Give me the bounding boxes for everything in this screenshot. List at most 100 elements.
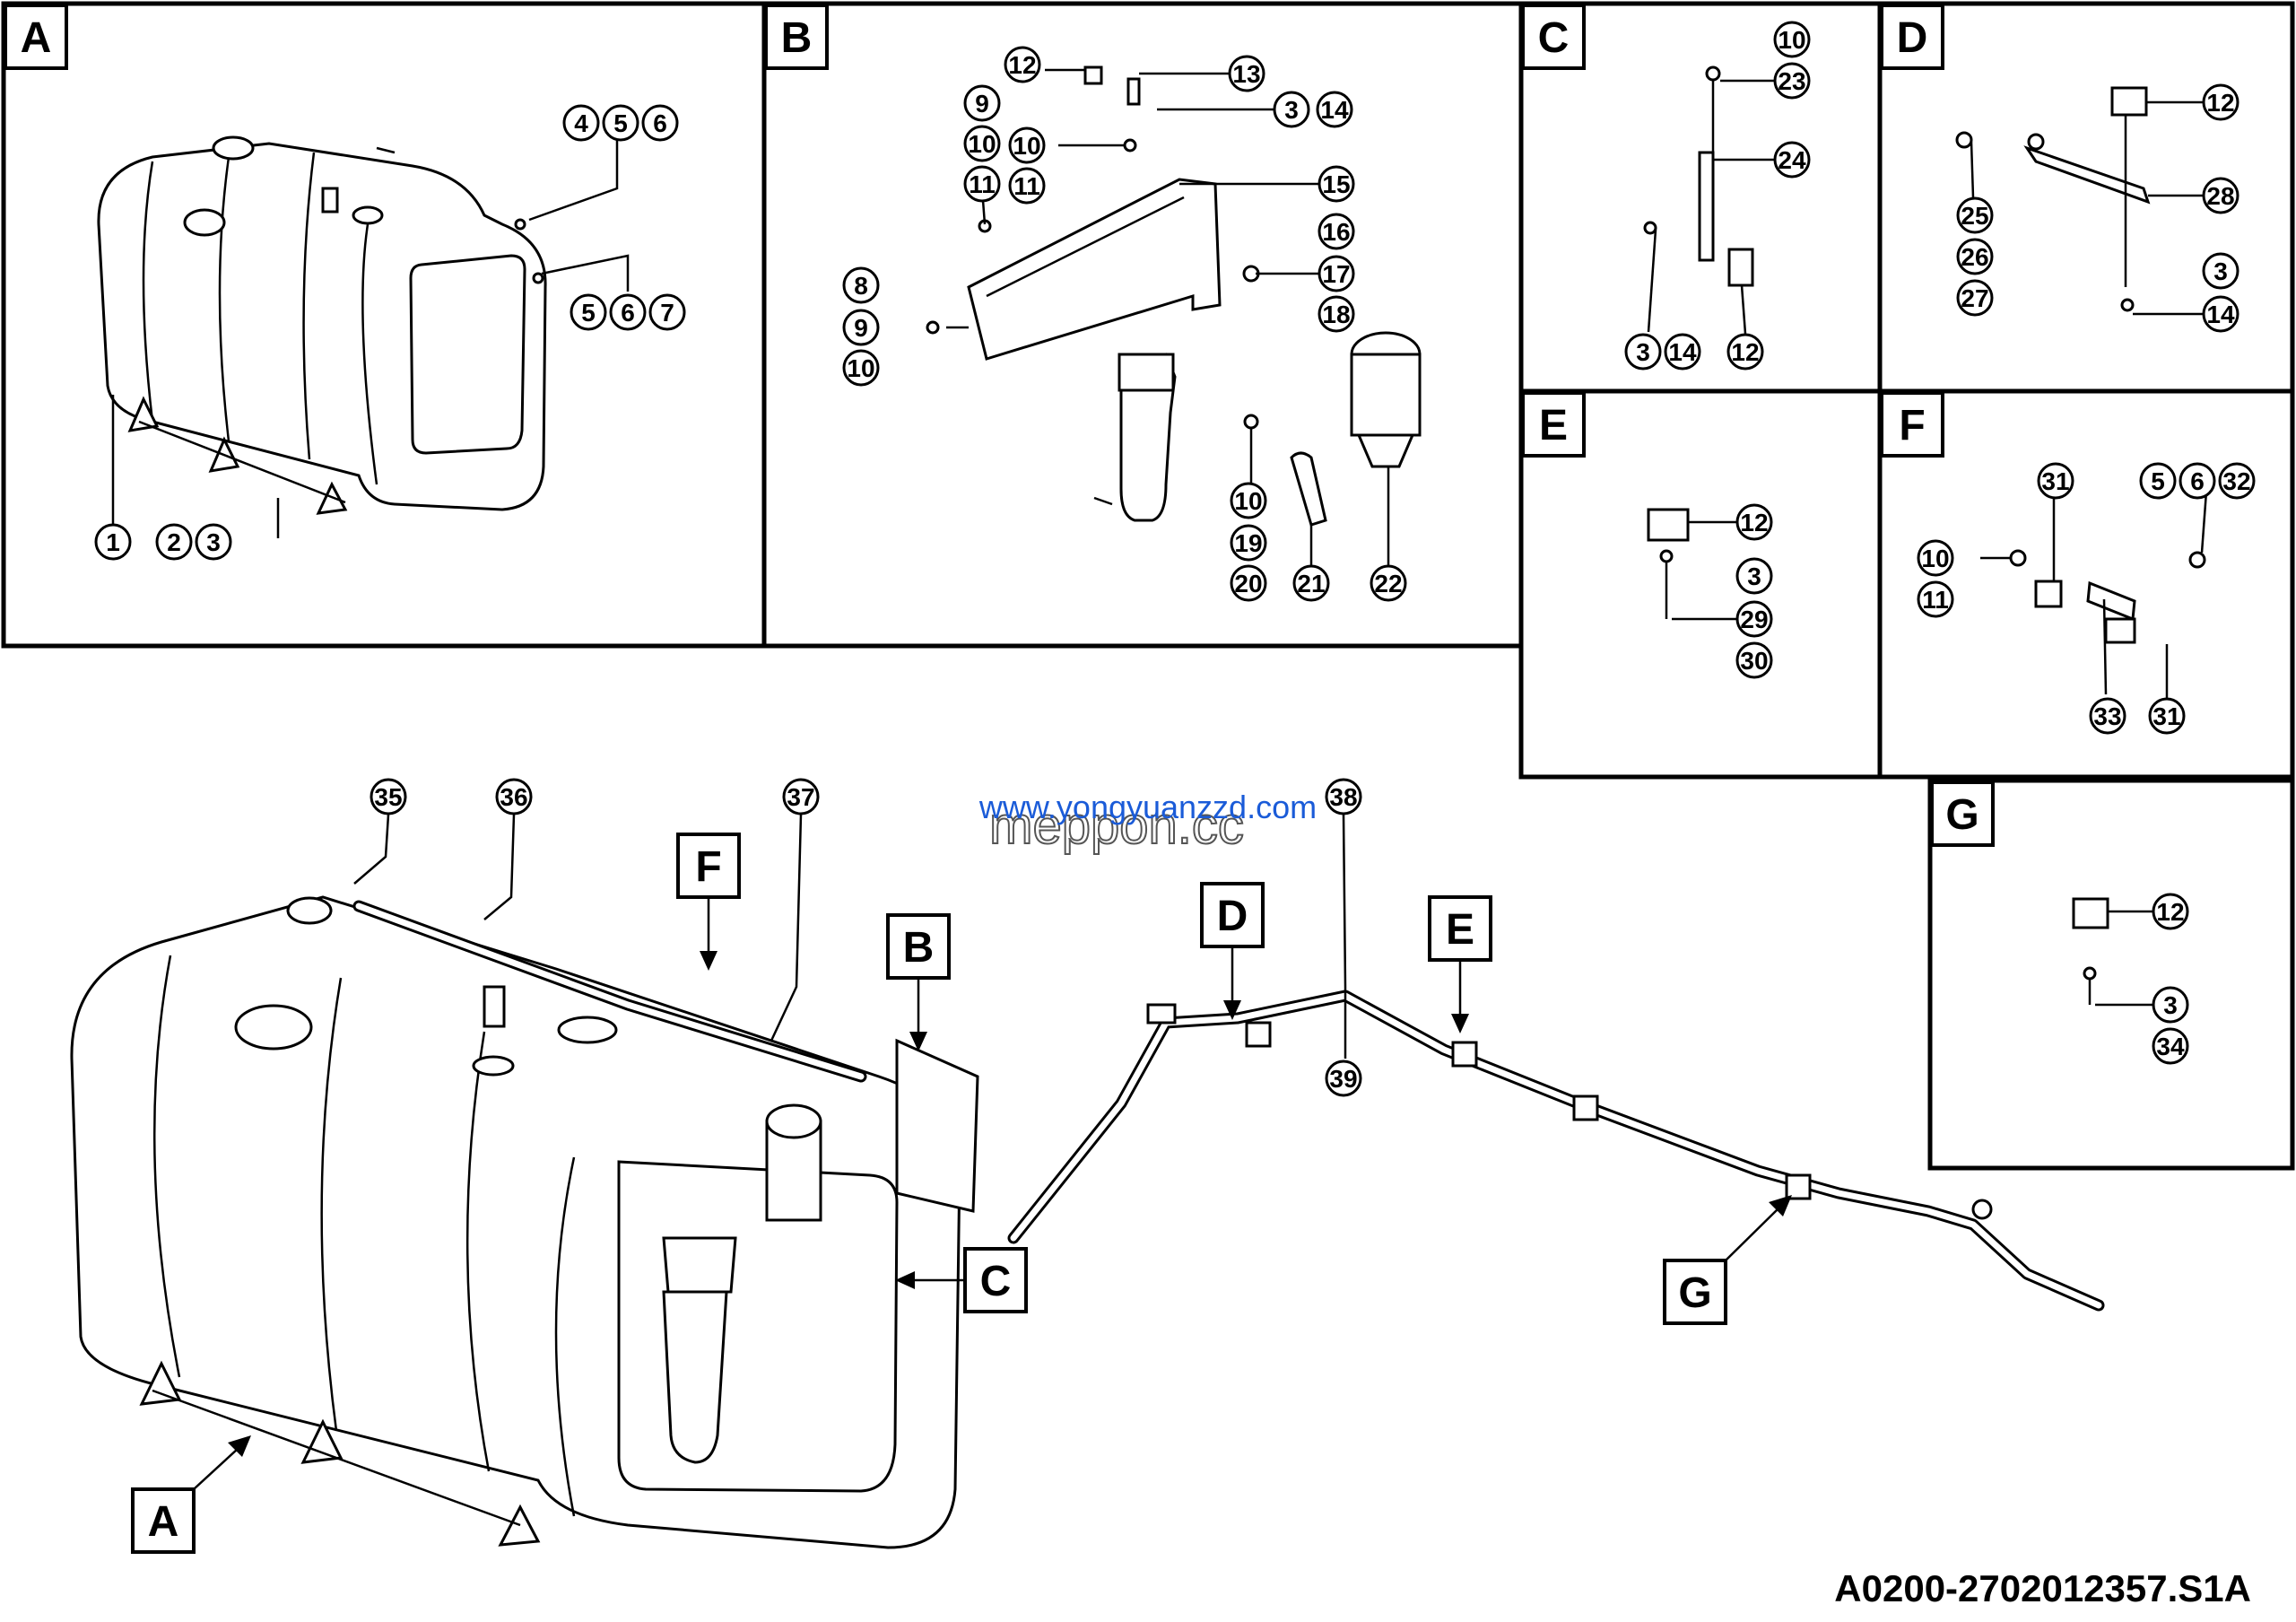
view-b-callout-9: 9: [963, 84, 1001, 122]
svg-text:11: 11: [1922, 586, 1949, 614]
svg-text:12: 12: [1008, 51, 1036, 79]
view-b-callout-10c: 10: [842, 349, 880, 387]
view-f-callout-31: 31: [2037, 462, 2074, 500]
view-b-callout-20: 20: [1230, 564, 1267, 602]
svg-text:3: 3: [206, 528, 221, 556]
svg-text:12: 12: [1731, 338, 1759, 366]
view-c-callout-12: 12: [1726, 333, 1764, 371]
svg-text:10: 10: [1013, 132, 1040, 160]
view-a-callout-5b: 5: [570, 293, 607, 331]
pointer-label-c: C: [895, 1247, 1028, 1313]
svg-text:5: 5: [613, 109, 628, 137]
view-e-callout-3: 3: [1735, 557, 1773, 595]
pointer-label-a: A: [131, 1435, 251, 1554]
svg-text:A: A: [21, 14, 52, 62]
main-callout-36: 36: [495, 778, 533, 815]
svg-text:11: 11: [969, 170, 996, 198]
view-b-bracket-drawing: [926, 65, 1422, 527]
svg-text:1: 1: [106, 528, 120, 556]
svg-text:A: A: [148, 1498, 179, 1546]
view-d-callout-25: 25: [1956, 196, 1994, 234]
view-a-callout-2: 2: [155, 523, 193, 561]
view-b-callout-3: 3: [1273, 91, 1310, 128]
view-d-callout-28: 28: [2202, 177, 2239, 214]
svg-text:6: 6: [2190, 467, 2205, 495]
svg-text:D: D: [1897, 14, 1928, 62]
view-c-drawing: [1643, 65, 1776, 335]
svg-text:E: E: [1446, 906, 1474, 954]
main-leaders: [353, 814, 1347, 1059]
view-d-callout-27: 27: [1956, 279, 1994, 317]
view-a-callout-7: 7: [648, 293, 686, 331]
view-b-callout-10d: 10: [1230, 482, 1267, 519]
view-e-label: E: [1521, 391, 1586, 458]
svg-text:14: 14: [1668, 338, 1697, 366]
svg-text:35: 35: [374, 783, 402, 811]
view-a-tank-drawing: [97, 135, 547, 515]
view-d-callout-12: 12: [2202, 83, 2239, 121]
svg-text:G: G: [1945, 791, 1979, 839]
svg-text:18: 18: [1322, 301, 1350, 328]
view-c-callout-14: 14: [1664, 333, 1701, 371]
svg-text:8: 8: [854, 272, 868, 300]
svg-text:26: 26: [1961, 243, 1988, 271]
svg-text:3: 3: [1284, 96, 1299, 124]
view-b-callout-10: 10: [963, 125, 1001, 162]
drawing-number: A0200-2702012357.S1A: [1834, 1567, 2251, 1609]
svg-text:6: 6: [621, 299, 635, 327]
svg-text:22: 22: [1374, 570, 1402, 597]
view-g-frame: [1927, 778, 2295, 1171]
main-tank-drawing: [70, 895, 979, 1549]
svg-text:11: 11: [1013, 172, 1040, 200]
view-b-callout-11b: 11: [1008, 167, 1046, 205]
svg-text:B: B: [781, 14, 813, 62]
main-callout-39: 39: [1325, 1060, 1362, 1097]
svg-text:12: 12: [1740, 509, 1768, 536]
svg-text:F: F: [1899, 402, 1925, 449]
svg-text:12: 12: [2156, 898, 2184, 926]
svg-text:21: 21: [1297, 570, 1325, 597]
svg-text:5: 5: [581, 299, 596, 327]
svg-text:13: 13: [1232, 60, 1260, 88]
pointer-label-e: E: [1428, 895, 1492, 1033]
view-f-callout-10: 10: [1917, 539, 1954, 577]
view-a-callout-4: 4: [562, 104, 600, 142]
view-f-frame: [1877, 388, 2295, 780]
view-a-callout-6: 6: [641, 104, 679, 142]
svg-text:3: 3: [2163, 991, 2178, 1019]
svg-text:3: 3: [2213, 257, 2228, 285]
view-g-label: G: [1930, 780, 1995, 847]
svg-text:37: 37: [787, 783, 814, 811]
svg-text:4: 4: [574, 109, 588, 137]
view-b-callout-8: 8: [842, 266, 880, 304]
view-f-callout-31b: 31: [2148, 697, 2186, 735]
view-f-callout-11: 11: [1917, 580, 1954, 618]
view-d-callout-26: 26: [1956, 238, 1994, 275]
view-b-callout-12: 12: [1004, 46, 1041, 83]
svg-text:30: 30: [1740, 647, 1768, 675]
view-a-callout-6b: 6: [609, 293, 647, 331]
view-g-drawing: [2072, 897, 2152, 1007]
svg-text:33: 33: [2093, 702, 2121, 730]
view-c-label: C: [1521, 4, 1586, 70]
svg-text:2: 2: [167, 528, 181, 556]
pointer-label-f: F: [676, 833, 741, 971]
main-callout-38: 38: [1325, 778, 1362, 815]
view-b-callout-17: 17: [1318, 255, 1355, 292]
svg-text:36: 36: [500, 783, 527, 811]
view-f-callout-32: 32: [2218, 462, 2256, 500]
svg-text:25: 25: [1961, 202, 1988, 230]
svg-text:9: 9: [854, 314, 868, 342]
view-g-callout-12: 12: [2152, 893, 2189, 930]
svg-text:E: E: [1539, 402, 1568, 449]
view-f-drawing: [1980, 491, 2208, 698]
svg-text:38: 38: [1329, 783, 1357, 811]
view-b-callout-19: 19: [1230, 524, 1267, 562]
view-a-callout-1: 1: [94, 523, 132, 561]
view-a-label: A: [4, 4, 68, 70]
svg-text:32: 32: [2222, 467, 2250, 495]
svg-text:B: B: [903, 924, 935, 972]
svg-text:27: 27: [1961, 284, 1988, 312]
view-a-callout-5: 5: [602, 104, 639, 142]
